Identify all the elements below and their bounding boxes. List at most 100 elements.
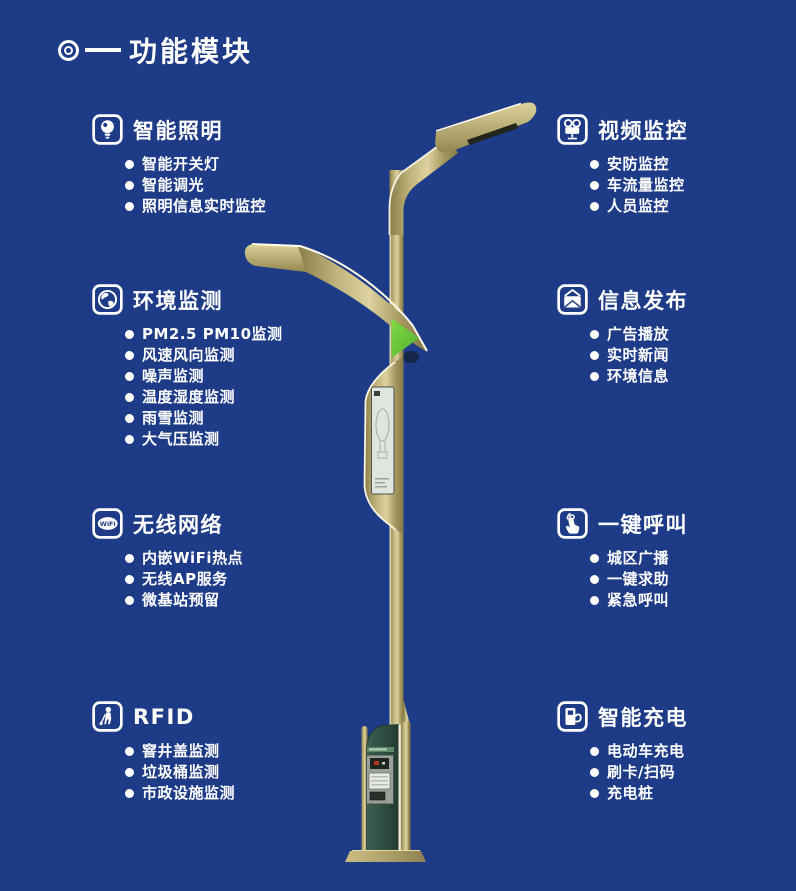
bullet-icon <box>590 768 599 777</box>
feature-list: PM2.5 PM10监测风速风向监测噪声监测温度湿度监测雨雪监测大气压监测 <box>92 324 327 450</box>
bullet-icon <box>125 789 134 798</box>
feature-item: 垃圾桶监测 <box>125 762 327 783</box>
bullet-icon <box>125 554 134 563</box>
feature-item: 噪声监测 <box>125 366 327 387</box>
bullet-icon <box>125 202 134 211</box>
group-title: 无线网络 <box>133 512 223 537</box>
bullet-icon <box>590 330 599 339</box>
ad-screen-panel <box>363 356 404 534</box>
feature-list: 广告播放实时新闻环境信息 <box>557 324 792 387</box>
feature-item-label: 紧急呼叫 <box>607 591 670 609</box>
group-header: WiFi 无线网络 <box>92 508 327 539</box>
feature-item-label: 噪声监测 <box>142 367 205 385</box>
feature-item-label: 安防监控 <box>607 155 670 173</box>
feature-group-wireless-network: WiFi 无线网络 内嵌WiFi热点无线AP服务微基站预留 <box>92 508 327 611</box>
feature-item: 车流量监控 <box>590 175 792 196</box>
video-camera-icon <box>557 114 588 145</box>
feature-item: 电动车充电 <box>590 741 792 762</box>
lamp-slot <box>467 123 519 145</box>
feature-group-video-surveillance: 视频监控 安防监控车流量监控人员监控 <box>557 114 792 217</box>
feature-item: 照明信息实时监控 <box>125 196 327 217</box>
group-header: 一键呼叫 <box>557 508 792 539</box>
feature-item: 城区广播 <box>590 548 792 569</box>
title-dash <box>85 48 121 52</box>
sensor-pod <box>403 351 419 363</box>
group-title: RFID <box>133 704 195 729</box>
wifi-icon: WiFi <box>92 508 123 539</box>
bullet-icon <box>125 372 134 381</box>
touch-finger-icon <box>557 508 588 539</box>
feature-item-label: 窨井盖监测 <box>142 742 220 760</box>
feature-item: 温度湿度监测 <box>125 387 327 408</box>
feature-item-label: PM2.5 PM10监测 <box>142 325 283 343</box>
feature-item: 紧急呼叫 <box>590 590 792 611</box>
feature-item: 实时新闻 <box>590 345 792 366</box>
charging-cabinet <box>361 722 411 858</box>
bulb-graphic <box>375 408 390 442</box>
feature-item-label: 车流量监控 <box>607 176 685 194</box>
feature-item: 市政设施监测 <box>125 783 327 804</box>
green-indicator-triangle <box>391 318 419 358</box>
group-title: 智能照明 <box>133 118 223 143</box>
feature-list: 窨井盖监测垃圾桶监测市政设施监测 <box>92 741 327 804</box>
bullet-icon <box>125 160 134 169</box>
upper-lamp-arm <box>388 102 537 235</box>
feature-item-label: 刷卡/扫码 <box>607 763 675 781</box>
bullet-icon <box>125 575 134 584</box>
feature-group-smart-charging: 智能充电 电动车充电刷卡/扫码充电桩 <box>557 701 792 804</box>
feature-item: 广告播放 <box>590 324 792 345</box>
bullet-icon <box>590 181 599 190</box>
feature-item-label: 智能开关灯 <box>142 155 220 173</box>
feature-item: 微基站预留 <box>125 590 327 611</box>
feature-group-one-key-call: 一键呼叫 城区广播一键求助紧急呼叫 <box>557 508 792 611</box>
title-bullet-icon <box>58 39 79 61</box>
globe-icon <box>92 284 123 315</box>
card-slot <box>368 772 391 790</box>
cabinet-screen <box>370 758 389 769</box>
svg-text:WiFi: WiFi <box>100 520 116 528</box>
feature-item: 雨雪监测 <box>125 408 327 429</box>
outlet-slot <box>369 791 386 801</box>
charging-pump-icon <box>557 701 588 732</box>
bullet-icon <box>125 747 134 756</box>
group-title: 一键呼叫 <box>598 512 688 537</box>
feature-item: 窨井盖监测 <box>125 741 327 762</box>
group-title: 信息发布 <box>598 288 688 313</box>
bullet-icon <box>590 575 599 584</box>
feature-item-label: 一键求助 <box>607 570 670 588</box>
feature-item: 安防监控 <box>590 154 792 175</box>
bullet-icon <box>125 351 134 360</box>
group-title: 视频监控 <box>598 118 688 143</box>
feature-item-label: 城区广播 <box>607 549 670 567</box>
feature-item-label: 大气压监测 <box>142 430 220 448</box>
feature-item: 无线AP服务 <box>125 569 327 590</box>
feature-item-label: 温度湿度监测 <box>142 388 236 406</box>
feature-item: 智能开关灯 <box>125 154 327 175</box>
feature-item-label: 无线AP服务 <box>142 570 228 588</box>
bullet-icon <box>590 351 599 360</box>
ad-screen <box>371 386 395 495</box>
feature-item: 环境信息 <box>590 366 792 387</box>
group-title: 环境监测 <box>133 288 223 313</box>
group-header: 环境监测 <box>92 284 327 315</box>
group-header: 智能充电 <box>557 701 792 732</box>
group-header: 智能照明 <box>92 114 327 145</box>
bullet-icon <box>590 747 599 756</box>
bullet-icon <box>590 554 599 563</box>
bullet-icon <box>590 372 599 381</box>
feature-group-rfid: RFID 窨井盖监测垃圾桶监测市政设施监测 <box>92 701 327 804</box>
group-header: 视频监控 <box>557 114 792 145</box>
feature-item-label: 实时新闻 <box>607 346 670 364</box>
bullet-icon <box>590 596 599 605</box>
feature-item-label: 风速风向监测 <box>142 346 236 364</box>
feature-item: 智能调光 <box>125 175 327 196</box>
bullet-icon <box>125 393 134 402</box>
feature-list: 电动车充电刷卡/扫码充电桩 <box>557 741 792 804</box>
feature-item-label: 广告播放 <box>607 325 670 343</box>
group-header: 信息发布 <box>557 284 792 315</box>
feature-item-label: 环境信息 <box>607 367 670 385</box>
feature-item-label: 内嵌WiFi热点 <box>142 549 244 567</box>
feature-item: 人员监控 <box>590 196 792 217</box>
group-header: RFID <box>92 701 327 732</box>
feature-item-label: 智能调光 <box>142 176 205 194</box>
